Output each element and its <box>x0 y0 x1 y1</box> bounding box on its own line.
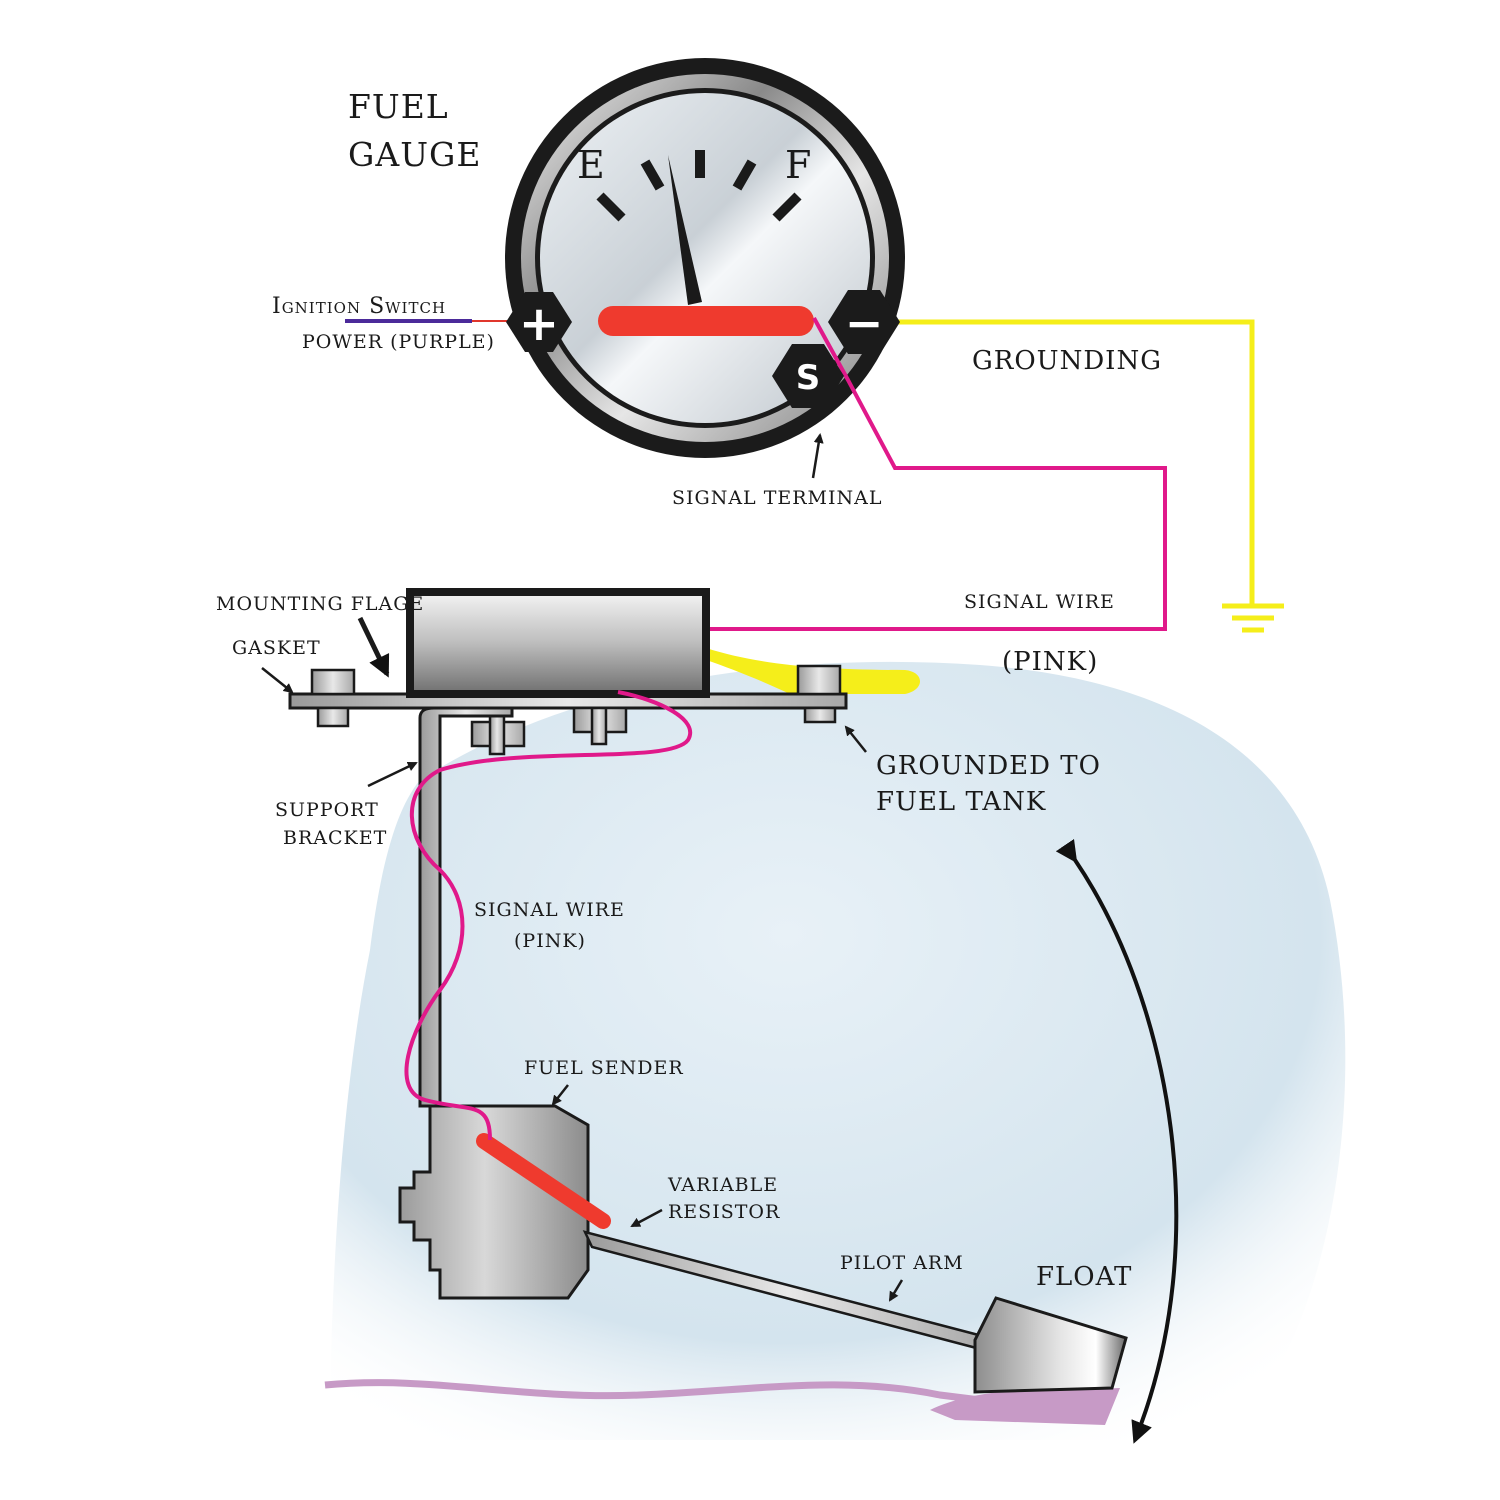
sender-head-housing <box>406 588 710 698</box>
variable-resistor-label-line1: VARIABLE <box>667 1174 778 1196</box>
power-purple-label: POWER (PURPLE) <box>302 331 495 353</box>
fuel-gauge: E F <box>505 58 905 458</box>
diagram-title-line1: FUEL <box>348 87 449 126</box>
grounding-label: GROUNDING <box>972 346 1162 376</box>
signal-wire-label-top: SIGNAL WIRE <box>964 591 1115 613</box>
bolt-nut <box>316 706 350 728</box>
grounded-to-tank-label-line1: GROUNDED TO <box>876 751 1101 781</box>
signal-wire-internal <box>404 690 693 1141</box>
support-bracket <box>418 706 514 1108</box>
mounting-flange-label: MOUNTING FLAGE <box>216 593 424 615</box>
gauge-tick <box>596 192 626 222</box>
fuel-sender-body <box>398 1104 590 1300</box>
diagram-title-line2: GAUGE <box>348 135 481 174</box>
pink-label-top: (PINK) <box>1002 647 1098 677</box>
float-label: FLOAT <box>1036 1262 1132 1292</box>
signal-terminal-label: SIGNAL TERMINAL <box>672 487 882 509</box>
gauge-empty-mark: E <box>577 143 605 187</box>
mounting-flange-pointer <box>357 616 390 678</box>
signal-terminal-pointer <box>811 433 824 479</box>
signal-wire-inner-label-line2: (PINK) <box>514 930 586 952</box>
signal-wire-inner-label-line1: SIGNAL WIRE <box>474 899 625 921</box>
float-travel-arrow <box>1055 838 1179 1444</box>
pilot-arm-label: PILOT ARM <box>840 1252 964 1274</box>
positive-terminal: + <box>506 292 572 352</box>
bolt-nut <box>803 706 837 724</box>
gauge-tick-marks <box>596 150 802 222</box>
gauge-face <box>540 93 870 423</box>
gauge-full-mark: F <box>785 143 811 187</box>
variable-resistor-pointer <box>630 1208 663 1228</box>
fuel-tank-body <box>330 661 1346 1440</box>
gasket-label: GASKET <box>232 637 321 659</box>
bolt-shaft <box>590 706 608 746</box>
flange-bolts <box>310 664 842 756</box>
ignition-switch-label: Ignition Switch <box>272 294 446 319</box>
gasket-pointer <box>261 667 294 694</box>
gauge-tick <box>640 159 665 191</box>
gauge-tick <box>732 159 757 191</box>
negative-terminal-glyph: − <box>845 296 884 350</box>
variable-resistor <box>476 1133 611 1229</box>
bolt-head <box>796 664 842 696</box>
signal-terminal-glyph: S <box>796 358 821 398</box>
gauge-resistor-coil <box>598 306 814 336</box>
signal-wire-external <box>706 317 1167 631</box>
positive-terminal-glyph: + <box>519 296 559 352</box>
support-bracket-pointer <box>367 761 418 788</box>
negative-terminal: − <box>828 290 900 354</box>
pilot-arm-pointer <box>888 1279 904 1302</box>
gauge-tick <box>772 192 802 222</box>
grounded-pointer <box>844 725 867 753</box>
fuel-sender-label: FUEL SENDER <box>524 1057 684 1079</box>
fuel-level-line <box>324 1379 981 1404</box>
ground-symbol-icon <box>1222 603 1284 633</box>
support-bracket-label-line2: BRACKET <box>283 827 387 849</box>
signal-terminal: S <box>772 344 844 408</box>
bolt-head <box>310 668 356 696</box>
support-bracket-label-line1: SUPPORT <box>275 799 379 821</box>
grounding-wire <box>895 319 1255 604</box>
grounded-to-tank-label-line2: FUEL TANK <box>876 787 1046 817</box>
gauge-needle <box>668 155 702 305</box>
pointer-arrows <box>261 433 904 1302</box>
variable-resistor-label-line2: RESISTOR <box>668 1201 780 1223</box>
fuel-sender-pointer <box>551 1084 569 1106</box>
